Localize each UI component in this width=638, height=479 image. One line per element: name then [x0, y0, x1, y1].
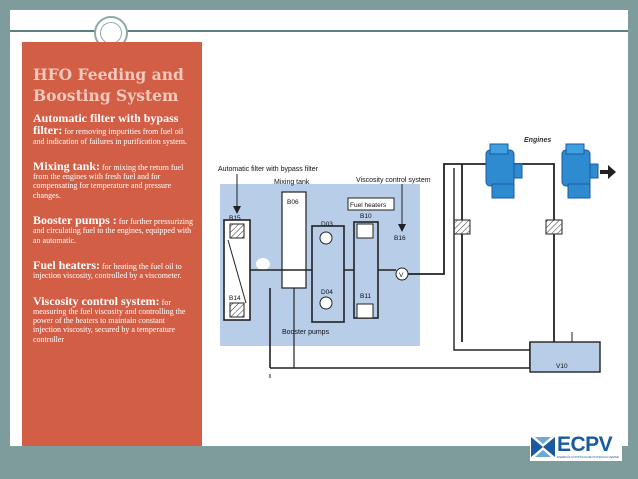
tag-b11: B11	[360, 293, 371, 300]
viscosity-control-label: Viscosity control system	[356, 177, 431, 184]
booster-pump-loop	[311, 225, 345, 323]
item-text: for mixing the return fuel from the engi…	[33, 162, 184, 200]
ecpv-logo: ECPV ENERGÍA CONTÍNUA DE POTENCIA VERDE	[530, 433, 622, 461]
tag-v: V	[399, 272, 404, 279]
tag-v10: V10	[556, 363, 568, 370]
engines-label: Engines	[524, 137, 551, 144]
engine-filter-1	[453, 219, 471, 235]
heater-b10-icon	[356, 223, 374, 239]
tag-b14: B14	[229, 295, 241, 302]
item-heading: Automatic filter with bypass filter:	[33, 111, 179, 138]
bottom-bar	[10, 446, 628, 469]
logo-text: ECPV	[557, 433, 613, 456]
item-booster-pumps: Booster pumps : for further pressurizing…	[33, 214, 193, 245]
automatic-filter-label: Automatic filter with bypass filter	[218, 166, 319, 173]
tag-b10: B10	[360, 213, 372, 220]
logo-subtitle: ENERGÍA CONTÍNUA DE POTENCIA VERDE	[557, 455, 619, 459]
item-text: for measuring the fuel viscosity and con…	[33, 297, 186, 344]
fuel-system-diagram: Automatic filter with bypass filter Mixi…	[218, 137, 616, 378]
bypass-valve-icon	[256, 258, 270, 270]
item-heading: Viscosity control system:	[33, 293, 160, 308]
filter-element-b14	[229, 302, 245, 318]
booster-pump-d03-icon	[319, 231, 333, 245]
booster-pump-d04-icon	[319, 296, 333, 310]
tank-v10	[529, 341, 601, 373]
item-heading: Mixing tank:	[33, 158, 101, 173]
fuel-heaters-label: Fuel heaters	[350, 202, 387, 209]
text-panel: HFO Feeding and Boosting System Automati…	[22, 42, 202, 446]
filter-pipe	[227, 239, 247, 304]
engine-1-icon	[485, 143, 523, 199]
item-viscosity-control: Viscosity control system: for measuring …	[33, 295, 193, 344]
engine-return-line	[461, 234, 555, 342]
engine-2-icon	[561, 143, 599, 199]
tag-d04: D04	[321, 289, 333, 296]
booster-pumps-label: Booster pumps	[282, 329, 330, 336]
item-text: for removing impurities from fuel oil an…	[33, 127, 187, 146]
filter-element-b15	[229, 223, 245, 239]
item-heading: Fuel heaters:	[33, 257, 100, 272]
item-automatic-filter: Automatic filter with bypass filter: for…	[33, 112, 193, 146]
item-text: for heating the fuel oil to injection vi…	[33, 261, 182, 281]
fuel-heaters-label-box	[347, 197, 395, 211]
slide-title: HFO Feeding and Boosting System	[33, 65, 184, 105]
mixing-tank-b06	[281, 191, 307, 289]
item-text: for further pressurizing and circulating…	[33, 217, 193, 245]
tag-d03: D03	[321, 221, 333, 228]
item-heading: Booster pumps :	[33, 213, 117, 228]
engine-output-arrow-icon	[600, 165, 616, 179]
top-bar	[10, 10, 628, 32]
tag-b06: B06	[287, 199, 299, 206]
tag-b15: B15	[229, 215, 241, 222]
diagram-background	[220, 184, 420, 346]
heater-b11-icon	[356, 303, 374, 319]
engine-filter-2	[545, 219, 563, 235]
item-fuel-heaters: Fuel heaters: for heating the fuel oil t…	[33, 259, 193, 281]
ecpv-logo-mark-icon	[531, 437, 555, 457]
tag-b16: B16	[394, 235, 406, 242]
item-mixing-tank: Mixing tank: for mixing the return fuel …	[33, 160, 193, 200]
mixing-tank-label: Mixing tank	[274, 179, 310, 186]
